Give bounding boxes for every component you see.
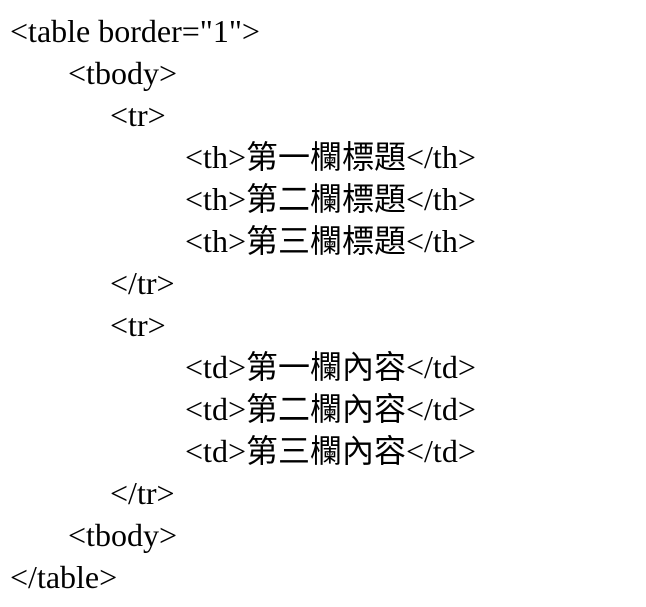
- code-line: <th>第三欄標題</th>: [185, 223, 476, 259]
- code-line: </tr>: [110, 265, 175, 301]
- code-line: <tbody>: [68, 55, 177, 91]
- code-line: <td>第三欄內容</td>: [185, 433, 476, 469]
- code-line: </table>: [10, 559, 118, 595]
- code-line: <td>第二欄內容</td>: [185, 391, 476, 427]
- code-line: <th>第二欄標題</th>: [185, 181, 476, 217]
- code-line: <th>第一欄標題</th>: [185, 139, 476, 175]
- code-line: <tr>: [110, 307, 166, 343]
- code-line: <tr>: [110, 97, 166, 133]
- code-line: <tbody>: [68, 517, 177, 553]
- code-line: <table border="1">: [10, 13, 260, 49]
- code-line: <td>第一欄內容</td>: [185, 349, 476, 385]
- code-line: </tr>: [110, 475, 175, 511]
